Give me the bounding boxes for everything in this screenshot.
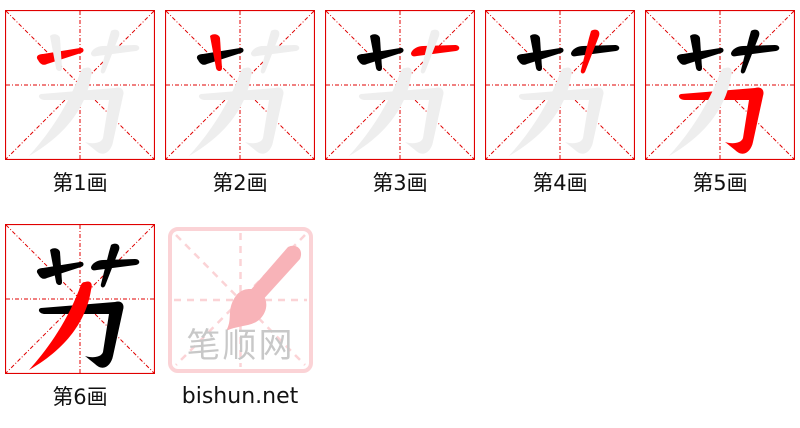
step-caption: 第4画 <box>532 171 588 195</box>
step-caption: 第3画 <box>372 171 428 195</box>
step-caption: 第5画 <box>692 171 748 195</box>
step-caption: 第2画 <box>212 171 268 195</box>
stroke-grid-4 <box>485 10 635 160</box>
stroke-grid-3 <box>325 10 475 160</box>
stroke-grid-1 <box>5 10 155 160</box>
stroke-grid-5 <box>645 10 795 160</box>
step-caption: 第6画 <box>52 385 108 409</box>
stroke-grid-6 <box>5 224 155 374</box>
step-caption: 第1画 <box>52 171 108 195</box>
brush-logo-icon: 笔顺网 <box>168 227 313 373</box>
bishun-logo: 笔顺网 <box>168 227 313 373</box>
logo-text: 笔顺网 <box>187 326 295 366</box>
site-url[interactable]: bishun.net <box>181 384 299 409</box>
stroke-grid-2 <box>165 10 315 160</box>
